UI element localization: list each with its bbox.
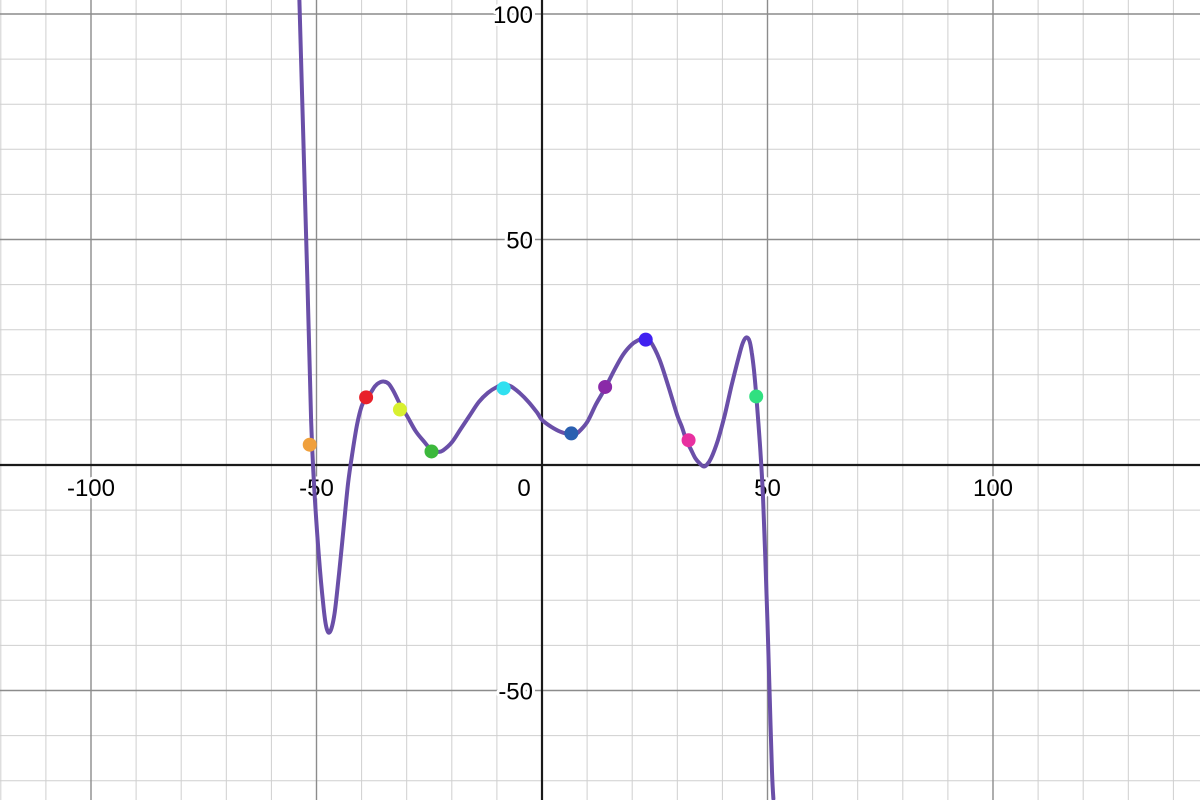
y-tick-label: -50 bbox=[498, 679, 533, 706]
data-point[interactable] bbox=[598, 379, 613, 394]
y-tick-label: 50 bbox=[506, 228, 533, 255]
x-tick-label: -100 bbox=[67, 475, 115, 502]
x-tick-label: 50 bbox=[754, 475, 781, 502]
data-point[interactable] bbox=[564, 426, 579, 441]
x-tick-label: 0 bbox=[517, 475, 530, 502]
curve-layer bbox=[297, 0, 776, 800]
x-tick-label: 100 bbox=[973, 475, 1013, 502]
data-point[interactable] bbox=[392, 402, 407, 417]
data-point[interactable] bbox=[302, 437, 317, 452]
data-point[interactable] bbox=[681, 433, 696, 448]
data-point[interactable] bbox=[496, 381, 511, 396]
polynomial-curve[interactable] bbox=[297, 0, 776, 800]
data-point[interactable] bbox=[359, 390, 374, 405]
points-layer bbox=[302, 332, 764, 459]
data-point[interactable] bbox=[749, 389, 764, 404]
data-point[interactable] bbox=[638, 332, 653, 347]
x-tick-label: -50 bbox=[299, 475, 334, 502]
y-tick-label: 100 bbox=[493, 2, 533, 29]
data-point[interactable] bbox=[424, 444, 439, 459]
tick-labels: -100 -50 0 50 100 100 50 -50 bbox=[64, 0, 1016, 709]
